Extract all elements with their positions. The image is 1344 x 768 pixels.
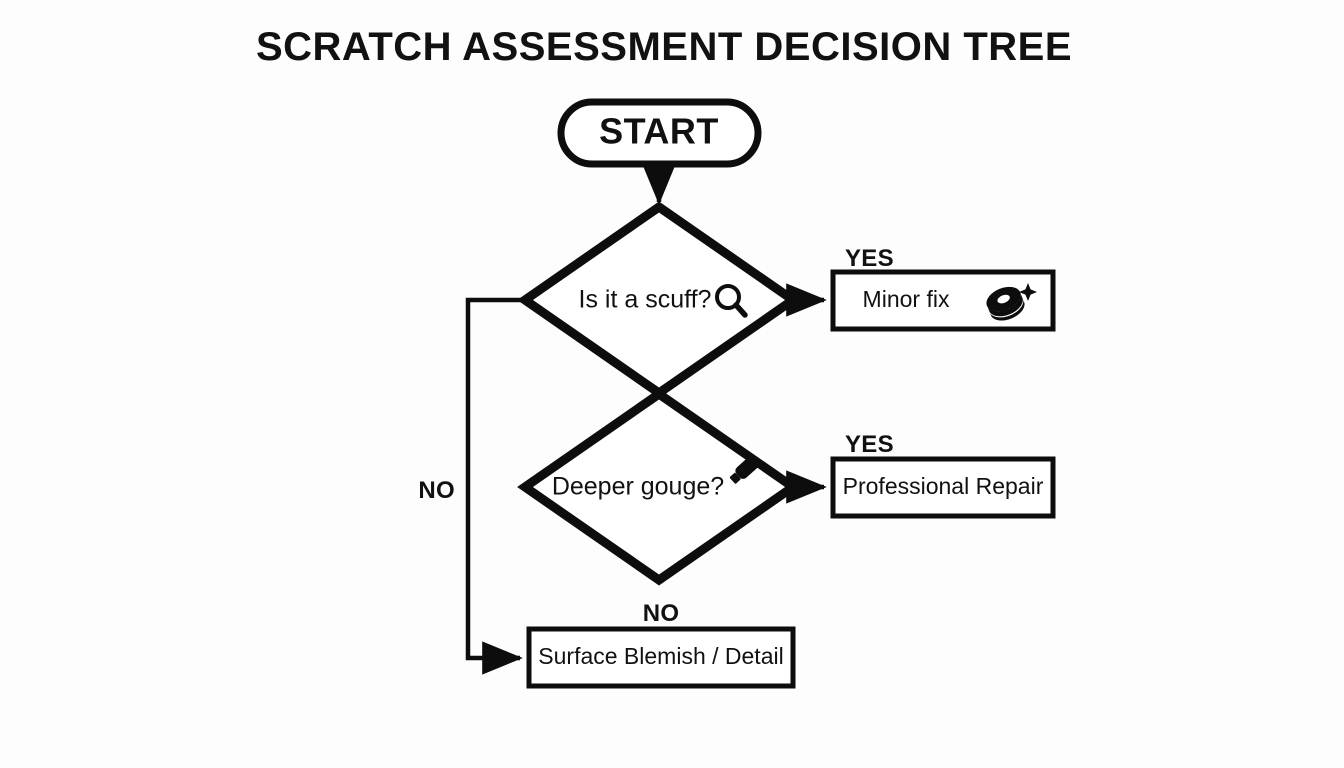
connector-scuff-no-to-surface-blemish [465,297,523,675]
node-decision-deeper-gouge[interactable]: Deeper gouge? [517,388,801,586]
decision-gouge-label: Deeper gouge? [552,473,724,501]
node-decision-is-it-a-scuff[interactable]: Is it a scuff? [517,201,801,399]
page-title: SCRATCH ASSESSMENT DECISION TREE [256,25,1072,69]
surface-blemish-shape [526,626,796,689]
edge-label-no-bottom: NO [643,600,680,627]
surface-blemish-label: Surface Blemish / Detail [538,643,783,669]
professional-repair-label: Professional Repair [843,473,1044,499]
decision-scuff-label: Is it a scuff? [579,286,712,314]
magnifying-glass-icon [715,284,748,318]
node-start[interactable]: START [557,98,762,168]
marker-pen-icon [729,455,760,484]
node-outcome-surface-blemish[interactable]: Surface Blemish / Detail [526,626,796,689]
professional-repair-shape [830,456,1056,519]
start-label: START [599,111,719,152]
edge-label-yes-scuff: YES [845,245,894,272]
polish-pad-sparkle-icon [986,283,1037,321]
node-outcome-professional-repair[interactable]: Professional Repair [830,456,1056,519]
start-shape [557,98,762,168]
node-outcome-minor-fix[interactable]: Minor fix [830,269,1056,332]
edge-label-yes-gouge: YES [845,431,894,458]
edge-label-no-left: NO [418,477,455,504]
minor-fix-label: Minor fix [863,286,950,312]
decision-gouge-shape [517,388,801,586]
